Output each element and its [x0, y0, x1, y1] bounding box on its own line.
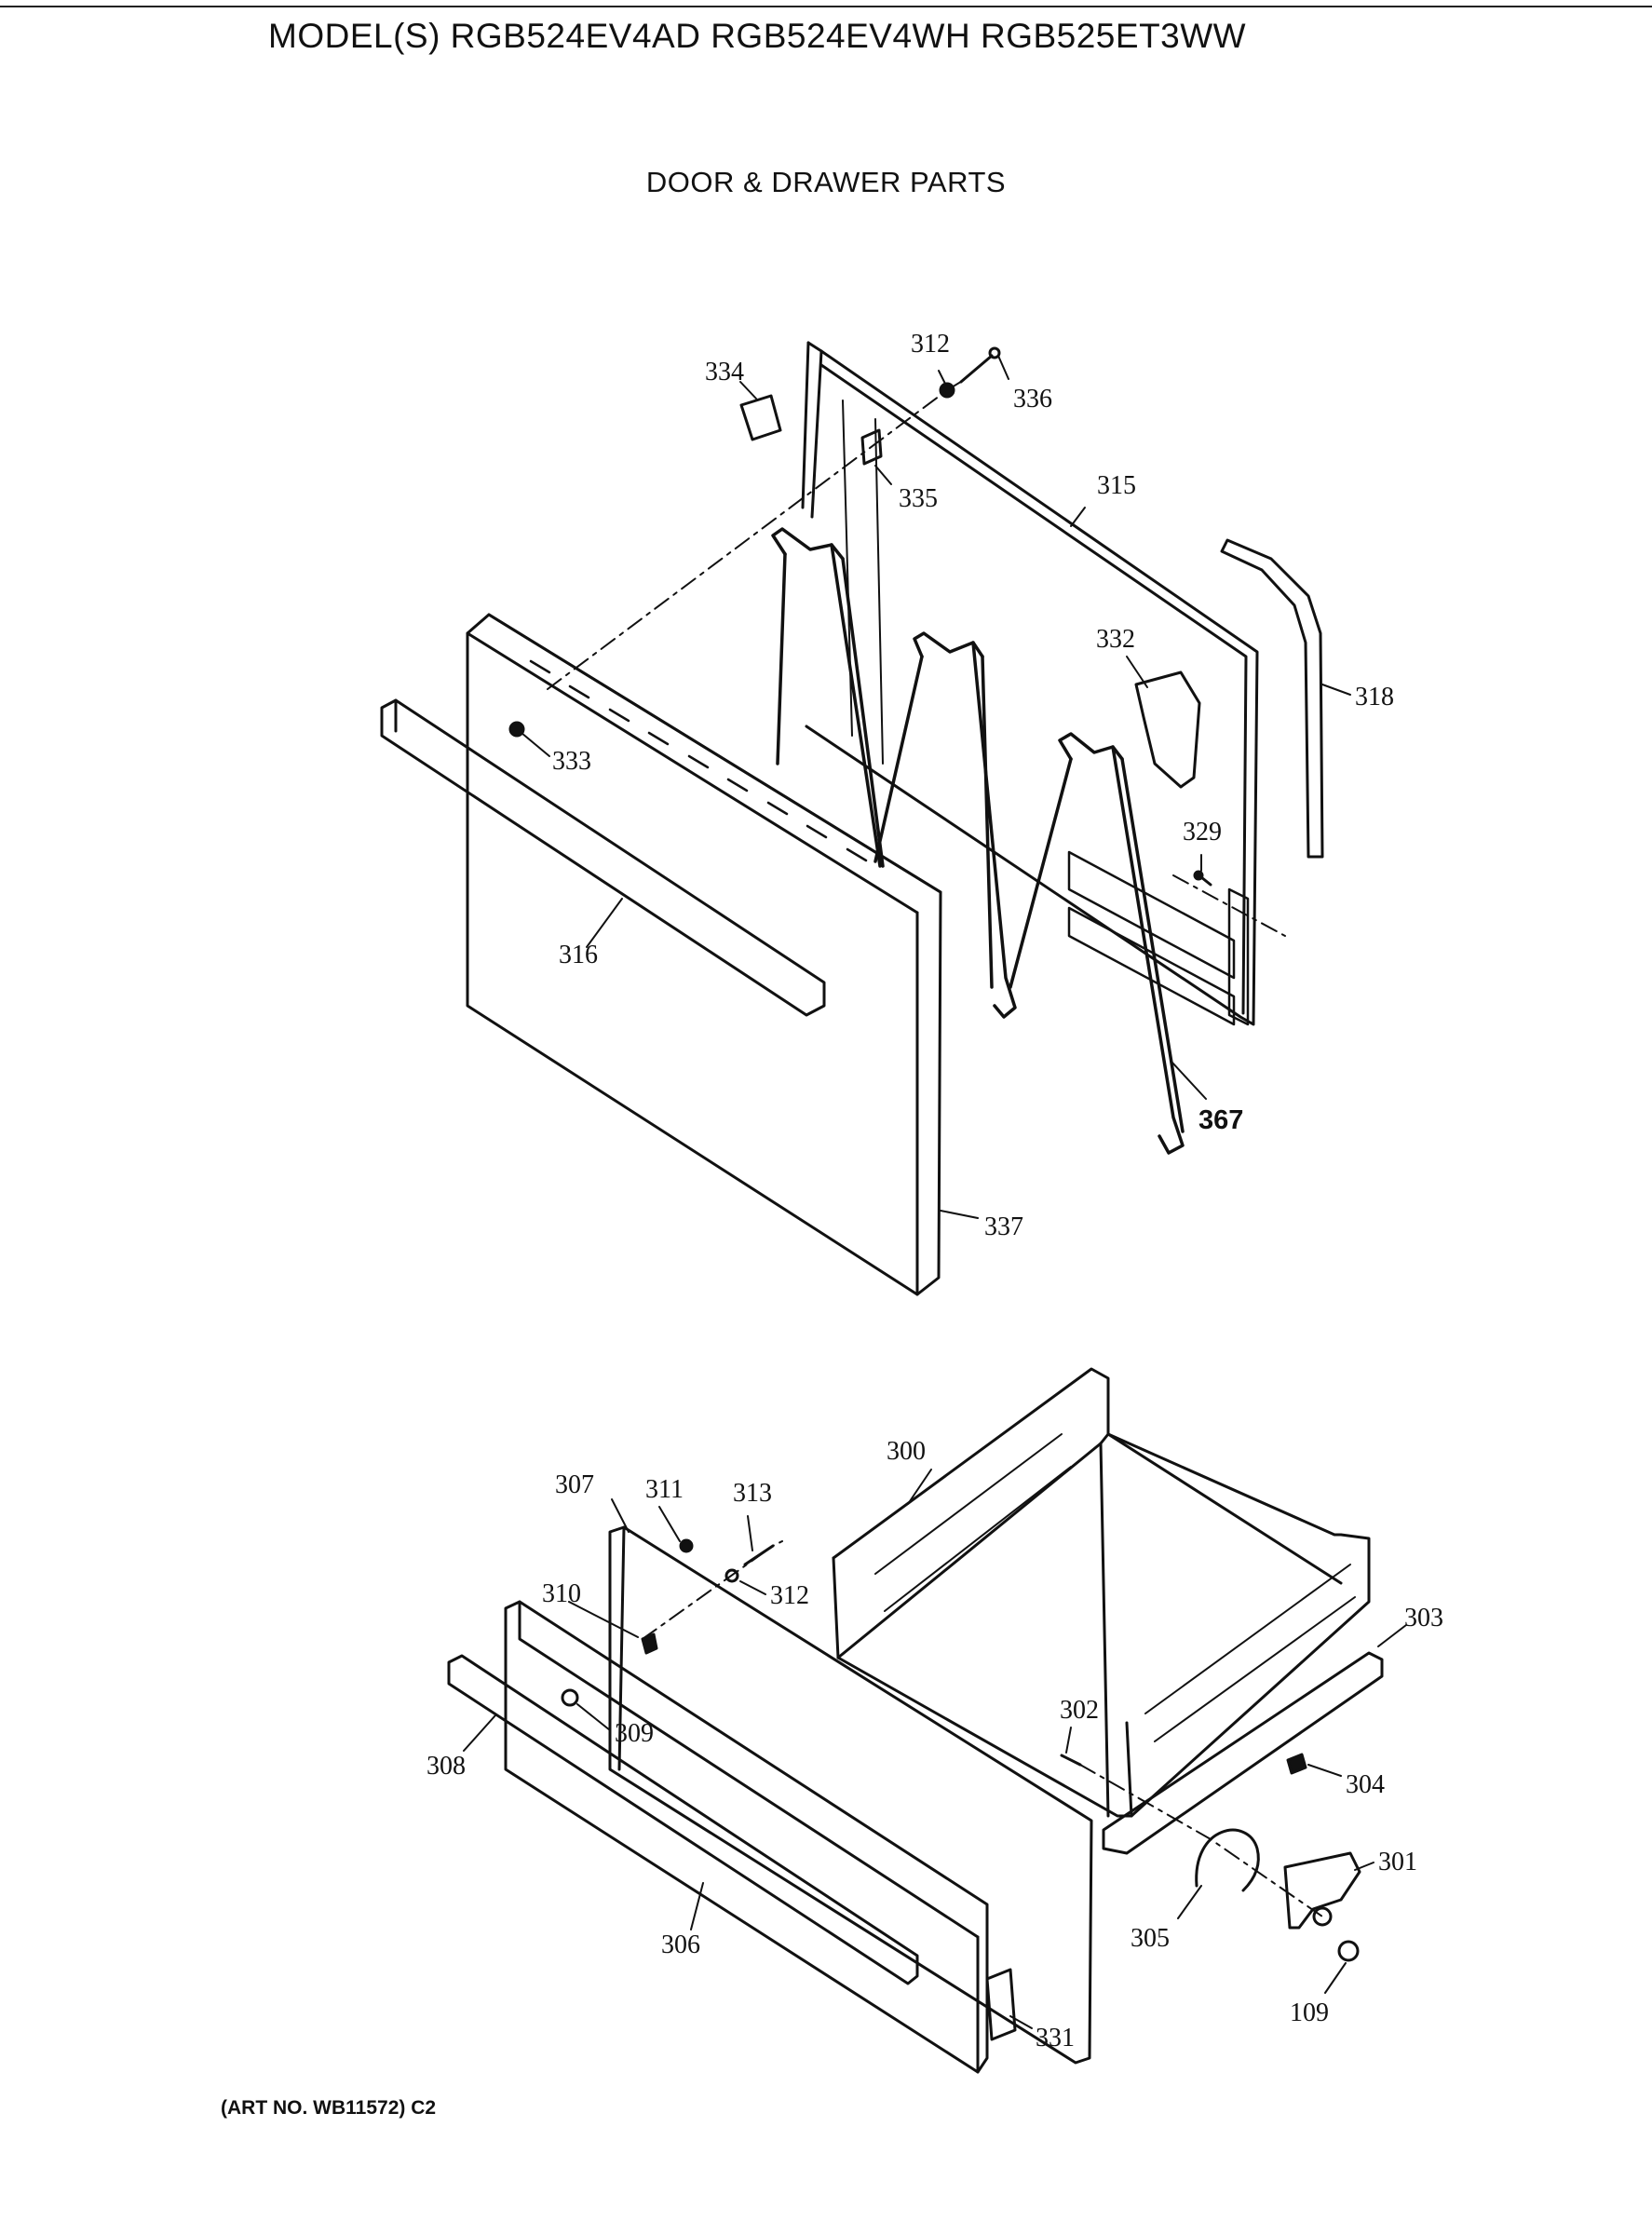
bumper-304: [1286, 1753, 1307, 1775]
clip-310: [641, 1632, 658, 1655]
screw-329: [1199, 875, 1212, 887]
callout-307: 307: [555, 1470, 594, 1499]
top-rule: [0, 6, 1652, 7]
callout-331: 331: [1036, 2024, 1075, 2052]
clip-334: [739, 394, 782, 441]
wheel-301: [1312, 1906, 1333, 1927]
hinge-strip-318: [1220, 538, 1324, 859]
drawer-slide-303: [1102, 1651, 1384, 1855]
callout-337: 337: [984, 1212, 1023, 1241]
callout-310: 310: [542, 1579, 581, 1608]
bracket-301: [1283, 1851, 1361, 1930]
nut-109: [1337, 1940, 1360, 1962]
drawer-handle-308: [447, 1654, 919, 1985]
callout-332: 332: [1096, 625, 1135, 654]
callout-333: 333: [552, 747, 591, 776]
callout-334: 334: [705, 358, 744, 386]
callout-301: 301: [1378, 1848, 1417, 1876]
drawer-front-306: [504, 1600, 989, 2074]
bracket-335: [860, 428, 883, 466]
screw-336-head: [988, 346, 1001, 359]
callout-leaders: [463, 355, 1407, 2029]
callout-313: 313: [733, 1479, 772, 1508]
door-wire-supports: [771, 527, 1185, 1155]
callout-367: 367: [1198, 1105, 1243, 1135]
screw-302: [1060, 1754, 1082, 1767]
model-title: MODEL(S) RGB524EV4AD RGB524EV4WH RGB525E…: [268, 17, 1247, 55]
callout-315: 315: [1097, 471, 1136, 500]
callout-305: 305: [1131, 1924, 1170, 1953]
screw-309: [561, 1688, 579, 1707]
callout-303: 303: [1404, 1604, 1443, 1632]
callout-312-top: 312: [911, 330, 950, 359]
callout-311: 311: [645, 1475, 684, 1504]
door-rail-assembly: [1067, 850, 1250, 1026]
screw-311: [679, 1538, 694, 1553]
callout-309: 309: [615, 1719, 654, 1748]
art-number: (ART NO. WB11572) C2: [221, 2097, 437, 2119]
callout-302: 302: [1060, 1696, 1099, 1725]
callout-329: 329: [1183, 818, 1222, 847]
washer-312: [724, 1568, 739, 1583]
callout-306: 306: [661, 1930, 700, 1959]
callout-335: 335: [899, 484, 938, 513]
bracket-331: [985, 1968, 1017, 2041]
door-vent-slots: [529, 659, 868, 862]
callout-312-drawer: 312: [770, 1581, 809, 1610]
callout-318: 318: [1355, 683, 1394, 711]
callout-109: 109: [1290, 1998, 1329, 2027]
callout-304: 304: [1346, 1770, 1385, 1799]
callout-308: 308: [427, 1752, 466, 1781]
callout-336: 336: [1013, 385, 1052, 413]
drawer-inner-panel-307: [608, 1525, 1093, 2065]
callout-316: 316: [559, 941, 598, 969]
callout-300: 300: [887, 1437, 926, 1466]
block-332: [1134, 670, 1201, 789]
screw-336: [959, 354, 994, 384]
screw-333: [508, 721, 525, 738]
door-handle-316: [380, 698, 826, 1017]
clip-305: [1195, 1828, 1260, 1892]
section-title: DOOR & DRAWER PARTS: [645, 166, 1007, 198]
outer-door-panel: [466, 613, 942, 1296]
drawer-body-300: [832, 1367, 1371, 1818]
